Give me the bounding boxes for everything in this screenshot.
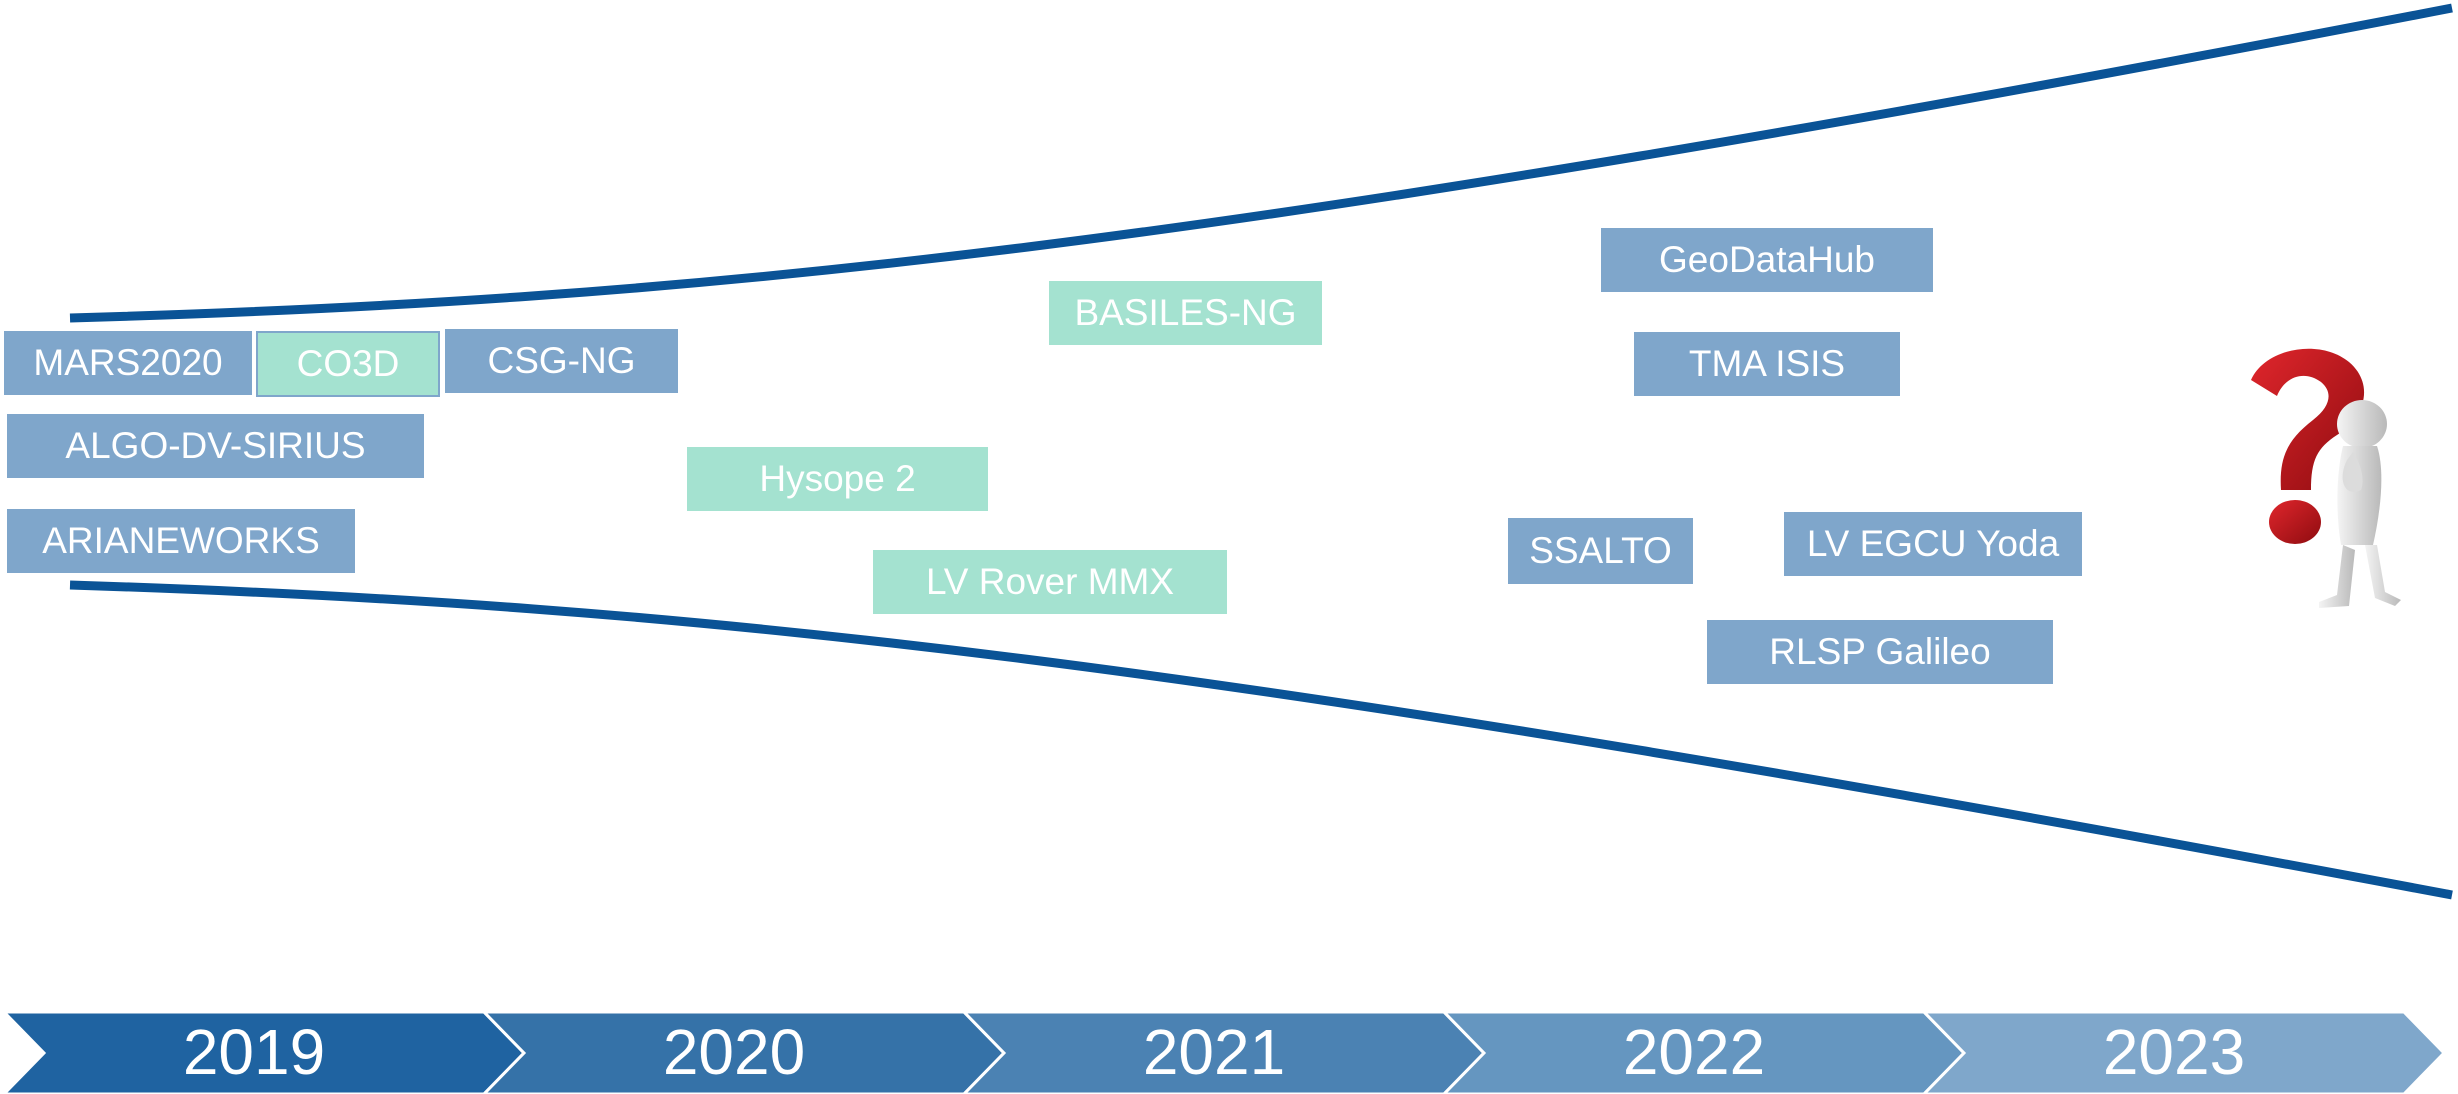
project-rlsp-galileo: RLSP Galileo <box>1707 620 2053 684</box>
question-mark-shape <box>2251 348 2365 490</box>
funnel-lower-line <box>69 580 2453 900</box>
timeline-segment-2019 <box>1 1012 527 1094</box>
thinking-figure <box>2319 400 2401 608</box>
timeline-year-2022: 2022 <box>1623 1016 1765 1088</box>
timeline-year-2019: 2019 <box>183 1016 325 1088</box>
project-algo-dv-sirius: ALGO-DV-SIRIUS <box>7 414 424 478</box>
project-arianeworks: ARIANEWORKS <box>7 509 355 573</box>
timeline-segment-2021 <box>961 1012 1487 1094</box>
timeline-segment-2020 <box>481 1012 1007 1094</box>
project-geodatahub: GeoDataHub <box>1601 228 1933 292</box>
project-co3d: CO3D <box>256 331 440 397</box>
project-tma-isis: TMA ISIS <box>1634 332 1900 396</box>
funnel-upper-line <box>69 3 2453 323</box>
timeline-segment-2023 <box>1921 1012 2447 1094</box>
timeline-year-2023: 2023 <box>2103 1016 2245 1088</box>
project-lv-egcu-yoda: LV EGCU Yoda <box>1784 512 2082 576</box>
project-lv-rover-mmx: LV Rover MMX <box>873 550 1227 614</box>
figure-with-question-mark-icon <box>2251 348 2401 608</box>
project-ssalto: SSALTO <box>1508 518 1693 584</box>
project-csg-ng: CSG-NG <box>445 329 678 393</box>
timeline-bar: 2019 2020 2021 2022 2023 <box>1 1012 2447 1094</box>
timeline-year-2021: 2021 <box>1143 1016 1285 1088</box>
timeline-segment-2022 <box>1441 1012 1967 1094</box>
project-basiles-ng: BASILES-NG <box>1049 281 1322 345</box>
project-hysope-2: Hysope 2 <box>687 447 988 511</box>
timeline-year-2020: 2020 <box>663 1016 805 1088</box>
question-mark-dot <box>2269 500 2321 544</box>
project-mars2020: MARS2020 <box>4 331 252 395</box>
